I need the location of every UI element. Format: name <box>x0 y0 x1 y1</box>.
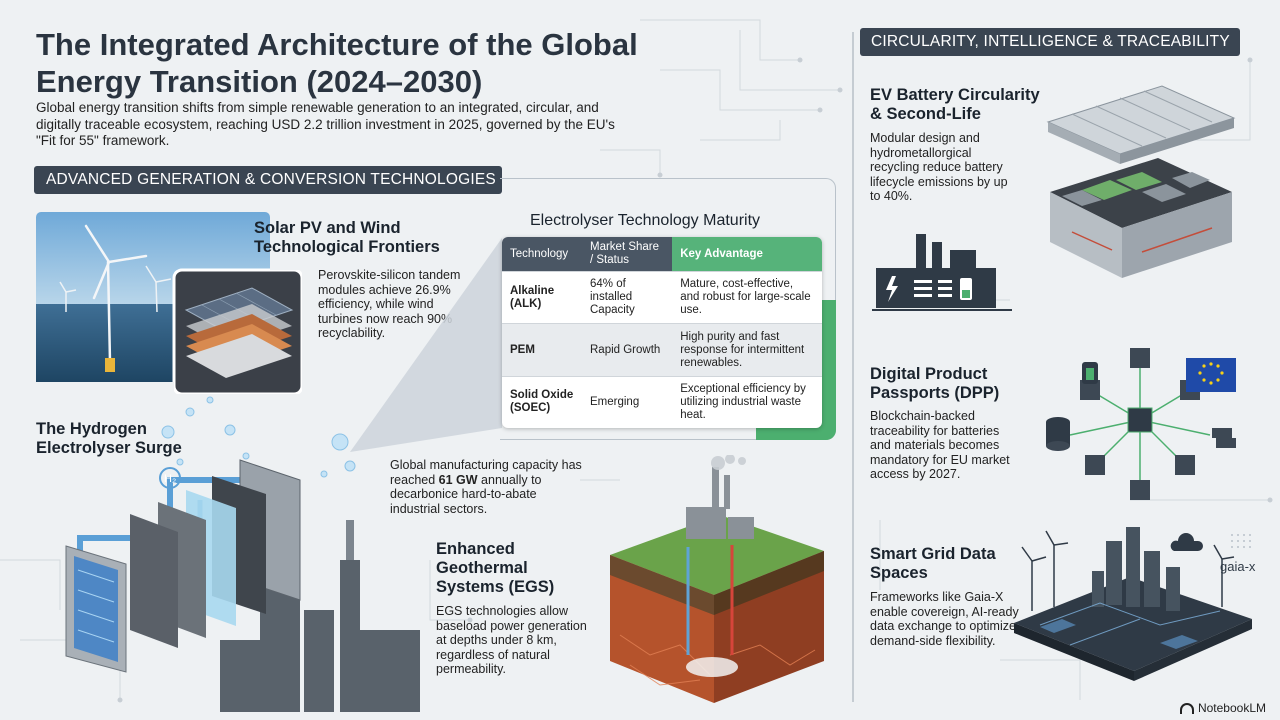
geothermal-text: EGS technologies allow baseload power ge… <box>436 604 587 676</box>
solar-panel-layers-image <box>174 270 302 394</box>
section-heading-generation: ADVANCED GENERATION & CONVERSION TECHNOL… <box>34 166 502 194</box>
dpp-title: Digital Product Passports (DPP) <box>870 365 1000 402</box>
table-callout-wedge <box>350 238 502 452</box>
table-cell: High purity and fast response for interm… <box>672 323 822 377</box>
section-heading-circularity: CIRCULARITY, INTELLIGENCE & TRACEABILITY <box>860 28 1240 56</box>
table-row: PEM Rapid Growth High purity and fast re… <box>502 323 822 377</box>
table-cell: Mature, cost-effective, and robust for l… <box>672 270 822 324</box>
smart-grid-title: Smart Grid Data Spaces <box>870 545 996 582</box>
table-header: Technology <box>502 237 582 272</box>
hydrogen-bubbles <box>161 396 356 478</box>
table-cell: 64% of installed Capacity <box>582 270 673 324</box>
table-title: Electrolyser Technology Maturity <box>530 212 761 229</box>
table-header: Market Share / Status <box>582 237 673 272</box>
notebooklm-icon <box>1179 702 1194 714</box>
table-row: Alkaline (ALK) 64% of installed Capacity… <box>502 270 822 324</box>
table-row: Solid Oxide (SOEC) Emerging Exceptional … <box>502 375 822 428</box>
page-title: The Integrated Architecture of the Globa… <box>36 27 638 99</box>
hydrogen-text: Global manufacturing capacity has reache… <box>390 458 582 516</box>
solar-wind-title: Solar PV and Wind Technological Frontier… <box>254 219 440 256</box>
table-cell: PEM <box>502 323 582 377</box>
battery-title: EV Battery Circularity & Second-Life <box>870 86 1040 123</box>
ev-battery-pack-image <box>1046 85 1236 278</box>
table-header: Key Advantage <box>672 237 822 272</box>
blockchain-network-icon <box>1046 348 1236 500</box>
intro-text: Global energy transition shifts from sim… <box>36 100 615 148</box>
table-cell: Solid Oxide (SOEC) <box>502 375 582 428</box>
geothermal-cross-section-image <box>610 455 824 703</box>
table-cell: Alkaline (ALK) <box>502 270 582 324</box>
geothermal-title: Enhanced Geothermal Systems (EGS) <box>436 540 555 596</box>
table-cell: Exceptional efficiency by utilizing indu… <box>672 375 822 428</box>
smart-city-grid-image: gaia-x <box>1014 527 1256 681</box>
hydrogen-title: The Hydrogen Electrolyser Surge <box>36 420 182 457</box>
section-divider <box>852 32 854 702</box>
table-cell: Rapid Growth <box>582 323 673 377</box>
table-cell: Emerging <box>582 375 673 428</box>
factory-icon <box>872 234 1012 311</box>
solar-wind-text: Perovskite-silicon tandem modules achiev… <box>318 268 461 340</box>
notebooklm-watermark: NotebookLM <box>1179 701 1266 715</box>
smart-grid-text: Frameworks like Gaia-X enable covereign,… <box>870 590 1019 648</box>
watermark-label: NotebookLM <box>1197 701 1266 715</box>
electrolyser-stack-image: H₂ <box>65 459 420 712</box>
gaia-x-logo: gaia-x <box>1220 559 1256 574</box>
electrolyser-table: Technology Market Share / Status Key Adv… <box>502 237 822 428</box>
battery-text: Modular design and hydrometallorgical re… <box>870 131 1008 203</box>
h2-label: H₂ <box>164 473 176 485</box>
dpp-text: Blockchain-backed traceability for batte… <box>870 409 1010 481</box>
